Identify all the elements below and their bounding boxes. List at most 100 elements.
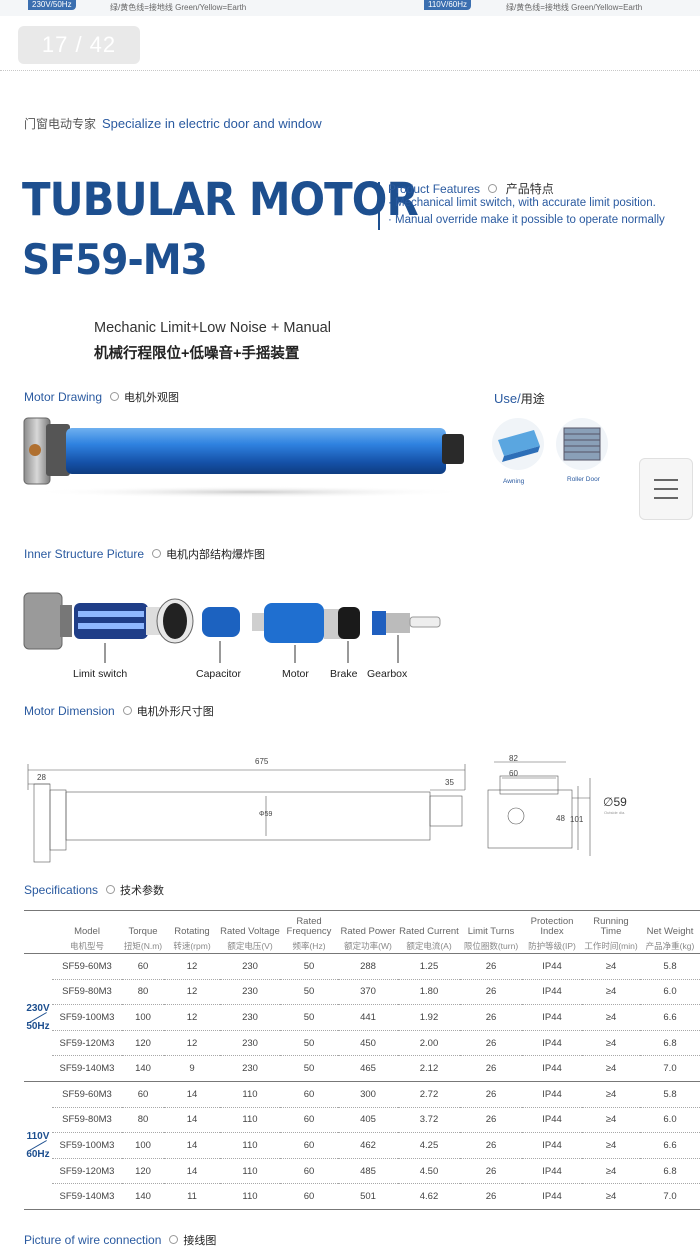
menu-icon (654, 479, 678, 481)
table-cell: ≥4 (582, 1030, 640, 1057)
use-illustrations (492, 418, 608, 470)
section-label-en: Motor Dimension (24, 704, 115, 718)
menu-button[interactable] (639, 458, 693, 520)
dim-phi59: Φ59 (259, 811, 273, 818)
use-label-en: Use/ (494, 391, 521, 406)
section-label-en: Specifications (24, 883, 99, 897)
table-cell: 2.72 (398, 1081, 460, 1108)
table-cell: 14 (164, 1081, 220, 1108)
part-label-motor: Motor (282, 668, 309, 680)
table-cell: 80 (122, 979, 164, 1006)
table-cell: 300 (338, 1081, 398, 1108)
table-cell: 6.0 (640, 979, 700, 1006)
table-cell: SF59-80M3 (52, 1107, 122, 1134)
ground-note-right: 绿/黄色线=接地线 Green/Yellow=Earth (506, 3, 643, 12)
circle-bullet-icon (122, 706, 132, 715)
table-cell: 9 (164, 1055, 220, 1082)
table-cell: SF59-100M3 (52, 1132, 122, 1159)
table-cell: 110 (220, 1107, 280, 1134)
group-voltage: 110V (26, 1130, 50, 1142)
table-cell: 60 (122, 1081, 164, 1108)
table-cell: 2.00 (398, 1030, 460, 1057)
table-cell: 14 (164, 1132, 220, 1159)
table-cell: IP44 (522, 1030, 582, 1057)
table-cell: 50 (280, 1030, 338, 1057)
part-label-limit-switch: Limit switch (73, 668, 128, 680)
part-label-gearbox: Gearbox (367, 668, 408, 680)
diameter-note: Outside dia. (604, 810, 626, 815)
table-cell: 26 (460, 1004, 522, 1031)
table-cell: 100 (122, 1132, 164, 1159)
table-cell: 14 (164, 1158, 220, 1185)
section-label-en: Picture of wire connection (24, 1233, 162, 1247)
features-bar (378, 182, 380, 230)
table-cell: 4.50 (398, 1158, 460, 1185)
table-cell: IP44 (522, 1132, 582, 1159)
header-cell (24, 911, 52, 954)
dim-28: 28 (37, 773, 46, 782)
table-cell: 110 (220, 1183, 280, 1210)
section-label-zh: 电机外观图 (124, 392, 180, 404)
table-cell: 405 (338, 1107, 398, 1134)
table-cell: 140 (122, 1183, 164, 1210)
table-cell: 7.0 (640, 1055, 700, 1082)
features-heading-zh: 产品特点 (505, 182, 554, 196)
table-cell: 5.8 (640, 953, 700, 980)
table-cell: 4.62 (398, 1183, 460, 1210)
table-cell: 60 (280, 1107, 338, 1134)
table-cell: 26 (460, 1081, 522, 1108)
group-voltage: 230V (26, 1002, 50, 1014)
feature-item: · Manual override make it possible to op… (388, 214, 665, 226)
table-cell: IP44 (522, 1107, 582, 1134)
table-cell: 6.6 (640, 1132, 700, 1159)
table-cell: SF59-120M3 (52, 1030, 122, 1057)
page-counter: 17 / 42 (18, 26, 140, 64)
table-cell: 288 (338, 953, 398, 980)
table-cell: 60 (122, 953, 164, 980)
table-cell: 14 (164, 1107, 220, 1134)
table-cell: 230 (220, 1030, 280, 1057)
table-cell: 110 (220, 1081, 280, 1108)
table-cell: IP44 (522, 1055, 582, 1082)
table-cell: 465 (338, 1055, 398, 1082)
use-label-zh: 用途 (520, 392, 545, 406)
table-cell: 26 (460, 979, 522, 1006)
voltage-badge-230: 230V/50Hz (28, 0, 76, 10)
dimension-drawing (27, 761, 591, 863)
use-item-awning: Awning (503, 478, 525, 485)
table-cell: 120 (122, 1158, 164, 1185)
circle-bullet-icon (488, 184, 498, 193)
part-label-brake: Brake (330, 668, 358, 680)
table-cell: SF59-140M3 (52, 1183, 122, 1210)
table-cell: SF59-60M3 (52, 1081, 122, 1108)
table-cell: 11 (164, 1183, 220, 1210)
table-cell: ≥4 (582, 953, 640, 980)
table-cell: 26 (460, 1030, 522, 1057)
table-cell: 5.8 (640, 1081, 700, 1108)
dim-60: 60 (509, 769, 518, 778)
menu-icon-bar (654, 497, 678, 499)
dim-82: 82 (509, 754, 518, 763)
table-cell: 50 (280, 953, 338, 980)
slogan-en: Specialize in electric door and window (102, 116, 322, 131)
section-label-zh: 技术参数 (120, 885, 165, 897)
table-cell: 50 (280, 1055, 338, 1082)
table-cell: 110 (220, 1132, 280, 1159)
section-specifications: Specifications 技术参数 (24, 882, 164, 898)
table-cell: IP44 (522, 1081, 582, 1108)
